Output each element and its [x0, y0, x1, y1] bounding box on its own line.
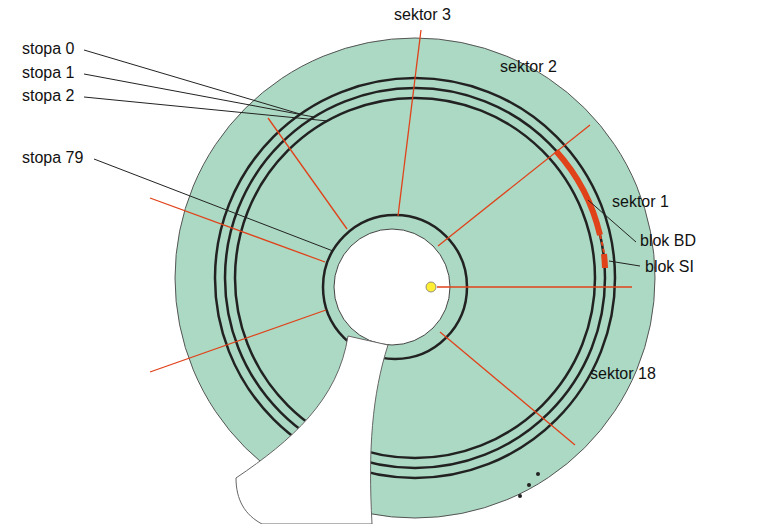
sector-label: sektor 18	[590, 365, 656, 383]
disk-surface	[175, 38, 655, 518]
sector-label: sektor 1	[612, 193, 669, 211]
index-hole	[426, 282, 436, 292]
sector-lines	[150, 30, 632, 445]
sector-label: sektor 3	[394, 6, 451, 24]
hub-hole	[334, 229, 450, 345]
cutaway	[236, 336, 388, 524]
sector-label: sektor 2	[500, 58, 557, 76]
continuation-dots	[518, 472, 540, 498]
track-label: stopa 1	[22, 64, 74, 82]
block-label: blok SI	[645, 258, 694, 276]
track-label: stopa 0	[22, 40, 74, 58]
track-label: stopa 79	[22, 149, 83, 167]
block-si	[604, 254, 605, 268]
leader-lines	[84, 50, 640, 266]
block-label: blok BD	[640, 232, 696, 250]
tracks	[215, 78, 615, 478]
block-bd	[556, 151, 600, 235]
track-label: stopa 2	[22, 87, 74, 105]
block-gap	[600, 235, 604, 253]
